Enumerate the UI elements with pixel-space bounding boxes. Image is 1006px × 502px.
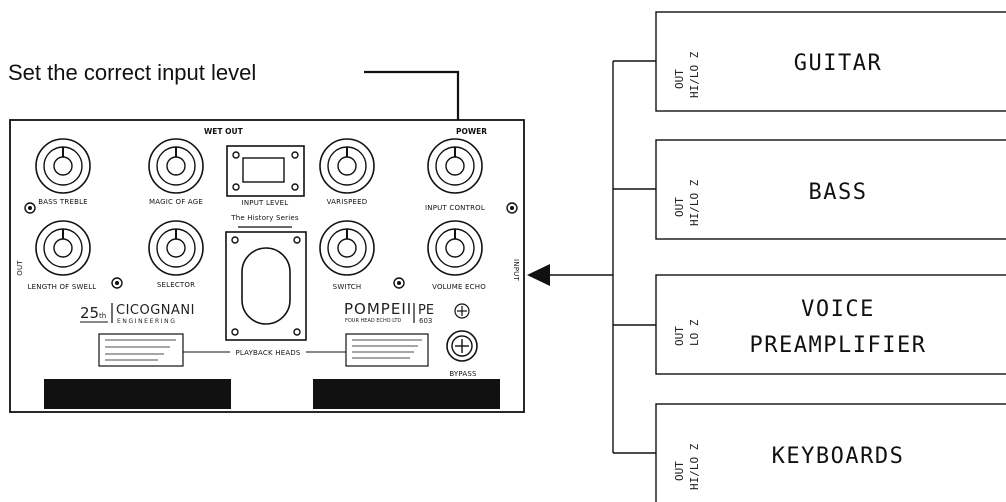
brand-cicognani: 25 th CICOGNANI ENGINEERING bbox=[80, 303, 195, 325]
bypass-label: BYPASS bbox=[449, 370, 477, 378]
echo-unit-front-panel: WET OUT POWER OUT INPUT BASS TREBLE MAGI… bbox=[9, 119, 525, 413]
source-name: GUITAR bbox=[794, 51, 882, 76]
source-out-label: OUT bbox=[673, 197, 686, 217]
input-level-label: INPUT LEVEL bbox=[242, 199, 289, 207]
source-name: BASS bbox=[809, 180, 868, 205]
svg-text:th: th bbox=[99, 312, 106, 320]
knob-varispeed[interactable] bbox=[319, 138, 375, 194]
brand-pompeii: POMPEII FOUR HEAD ECHO LTD PE 603 bbox=[344, 300, 434, 325]
svg-text:ENGINEERING: ENGINEERING bbox=[117, 318, 176, 325]
source-z-label: LO Z bbox=[688, 319, 701, 346]
panel-foot-right bbox=[313, 379, 500, 409]
jack-right-lower[interactable] bbox=[393, 277, 405, 289]
input-arrow-icon bbox=[527, 264, 550, 286]
callout-text: Set the correct input level bbox=[8, 60, 256, 85]
knob-length-of-swell[interactable] bbox=[35, 220, 91, 276]
source-box-voice-preamplifier: OUT LO Z VOICE PREAMPLIFIER bbox=[655, 274, 1006, 375]
knob-label: SELECTOR bbox=[157, 281, 195, 289]
jack-left-lower[interactable] bbox=[111, 277, 123, 289]
svg-text:603: 603 bbox=[419, 317, 432, 325]
knob-selector[interactable] bbox=[148, 220, 204, 276]
knob-bass-treble[interactable] bbox=[35, 138, 91, 194]
knob-volume-echo[interactable] bbox=[427, 220, 483, 276]
panel-foot-left bbox=[44, 379, 231, 409]
power-label: POWER bbox=[456, 127, 487, 136]
source-z-label: HI/LO Z bbox=[688, 443, 701, 490]
source-box-bass: OUT HI/LO Z BASS bbox=[655, 139, 1006, 240]
knob-label: BASS TREBLE bbox=[38, 198, 88, 206]
source-name-line-2: PREAMPLIFIER bbox=[750, 333, 927, 358]
knob-switch[interactable] bbox=[319, 220, 375, 276]
svg-text:PE: PE bbox=[418, 303, 434, 318]
source-z-label: HI/LO Z bbox=[688, 51, 701, 98]
knob-label: INPUT CONTROL bbox=[425, 204, 485, 212]
playback-heads-diagram-right bbox=[345, 333, 429, 367]
svg-text:25: 25 bbox=[80, 304, 99, 322]
jack-right-upper[interactable] bbox=[506, 202, 518, 214]
svg-text:CICOGNANI: CICOGNANI bbox=[116, 303, 195, 318]
knob-label: VARISPEED bbox=[327, 198, 368, 206]
source-box-guitar: OUT HI/LO Z GUITAR bbox=[655, 11, 1006, 112]
ground-symbol-icon bbox=[454, 303, 470, 319]
source-out-label: OUT bbox=[673, 69, 686, 89]
knob-input-control[interactable] bbox=[427, 138, 483, 194]
svg-text:FOUR HEAD ECHO LTD: FOUR HEAD ECHO LTD bbox=[345, 318, 401, 324]
series-label: The History Series bbox=[230, 214, 299, 222]
knob-label: VOLUME ECHO bbox=[432, 283, 486, 291]
source-connection-bus bbox=[527, 60, 656, 454]
svg-text:POMPEII: POMPEII bbox=[344, 300, 412, 318]
panel-side-input-label: INPUT bbox=[512, 259, 520, 281]
panel-side-out-label: OUT bbox=[16, 260, 24, 276]
playback-heads-diagram-left bbox=[98, 333, 184, 367]
tape-window bbox=[225, 231, 307, 341]
source-out-label: OUT bbox=[673, 461, 686, 481]
knob-label: LENGTH OF SWELL bbox=[28, 283, 97, 291]
knob-label: MAGIC OF AGE bbox=[149, 198, 203, 206]
knob-magic-of-age[interactable] bbox=[148, 138, 204, 194]
callout-leader-line bbox=[364, 70, 460, 132]
bypass-footswitch[interactable] bbox=[446, 330, 478, 362]
jack-left-upper[interactable] bbox=[24, 202, 36, 214]
source-z-label: HI/LO Z bbox=[688, 179, 701, 226]
wet-out-label: WET OUT bbox=[204, 127, 244, 136]
source-box-keyboards: OUT HI/LO Z KEYBOARDS bbox=[655, 403, 1006, 502]
source-name-line-1: VOICE bbox=[801, 297, 875, 322]
source-name: KEYBOARDS bbox=[772, 444, 905, 469]
input-level-meter bbox=[226, 145, 305, 197]
playback-heads-label: PLAYBACK HEADS bbox=[235, 349, 300, 357]
knob-label: SWITCH bbox=[333, 283, 362, 291]
source-out-label: OUT bbox=[673, 326, 686, 346]
